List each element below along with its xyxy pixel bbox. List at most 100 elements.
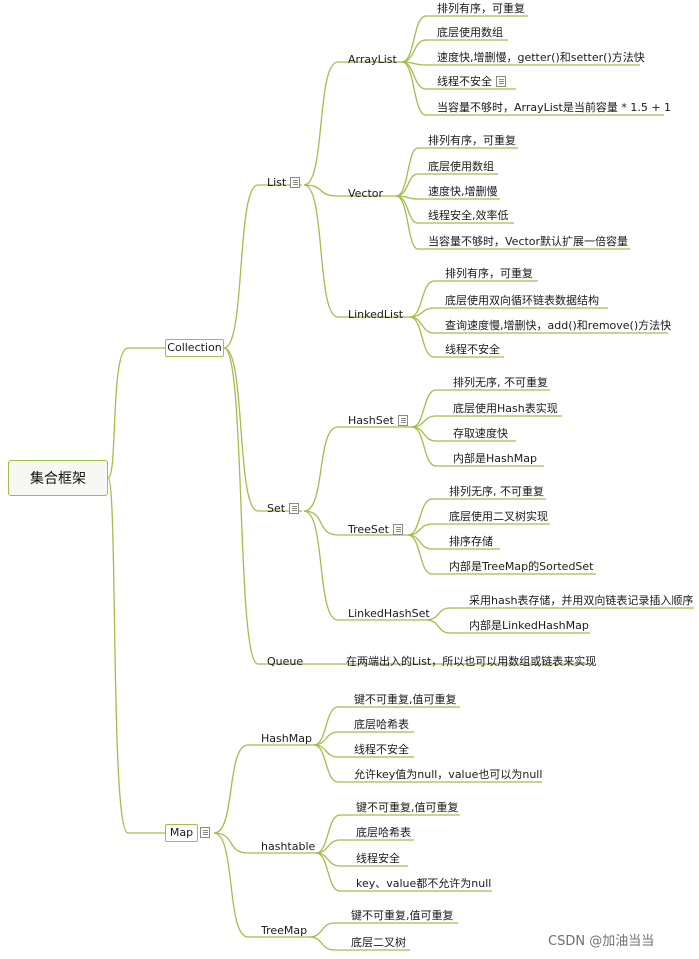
note-icon: [392, 524, 403, 535]
list-node[interactable]: List: [267, 176, 301, 190]
connector-set-treeset: [303, 510, 408, 536]
linkedlist-node[interactable]: LinkedList: [348, 308, 404, 321]
queue-node[interactable]: Queue: [267, 655, 304, 668]
vector-item: 排列有序，可重复: [428, 134, 516, 147]
vector-item: 线程安全,效率低: [428, 209, 509, 222]
hashmap-node[interactable]: HashMap: [261, 732, 312, 745]
linkedhashset-item: 采用hash表存储，并用双向链表记录插入顺序: [469, 594, 694, 607]
arraylist-item: 底层使用数组: [437, 26, 503, 39]
linkedlist-item: 线程不安全: [445, 343, 500, 356]
connector-arraylist-5: [401, 61, 664, 116]
hashset-item: 底层使用Hash表实现: [453, 402, 558, 415]
connector-collection-list: [223, 184, 302, 349]
set-node[interactable]: Set: [267, 502, 300, 516]
queue-description: 在两端出入的List，所以也可以用数组或链表来实现: [346, 655, 597, 668]
arraylist-node[interactable]: ArrayList: [348, 53, 397, 66]
hashset-node[interactable]: HashSet: [348, 414, 408, 428]
hashset-label: HashSet: [348, 414, 394, 427]
hashtable-item: key、value都不允许为null: [356, 877, 492, 890]
connector-map-hashmap: [213, 744, 314, 834]
hashtable-node[interactable]: hashtable: [261, 840, 316, 853]
hashmap-item: 线程不安全: [354, 743, 409, 756]
treeset-item: 底层使用二叉树实现: [449, 510, 548, 523]
connector-collection-queue: [223, 347, 334, 665]
connector-lhs-2: [425, 619, 590, 634]
treeset-label: TreeSet: [348, 523, 389, 536]
connector-list-linkedlist: [303, 184, 410, 318]
vector-node[interactable]: Vector: [348, 187, 384, 200]
set-label: Set: [267, 502, 286, 515]
hashtable-item: 线程安全: [356, 852, 400, 865]
connector-hashtable-2: [315, 839, 414, 854]
connector-hashmap-4: [313, 744, 542, 783]
note-icon: [290, 177, 301, 188]
connector-list-vector: [303, 184, 396, 197]
treeset-item: 排序存储: [449, 535, 493, 548]
linkedhashset-node[interactable]: LinkedHashSet: [348, 607, 430, 620]
connector-map-hashtable: [213, 832, 316, 854]
vector-item: 当容量不够时，Vector默认扩展一倍容量: [428, 235, 629, 248]
vector-item: 速度快,增删慢: [428, 185, 498, 198]
hashmap-item: 键不可重复,值可重复: [354, 693, 457, 706]
note-icon: [397, 415, 408, 426]
vector-item: 底层使用数组: [428, 160, 494, 173]
connector-hashtable-1: [315, 814, 460, 854]
connector-treeset-1: [407, 498, 546, 536]
arraylist-item-label: 线程不安全: [437, 75, 492, 88]
linkedlist-item: 底层使用双向循环链表数据结构: [445, 294, 599, 307]
connector-arraylist-1: [401, 15, 528, 63]
connector-hashset-2: [411, 415, 562, 428]
connector-treemap-1: [309, 922, 458, 938]
hashmap-item: 底层哈希表: [354, 718, 409, 731]
connector-vector-5: [395, 195, 630, 250]
treemap-node[interactable]: TreeMap: [261, 924, 308, 937]
connector-collection-set: [223, 347, 302, 512]
hashset-item: 存取速度快: [453, 427, 508, 440]
hashtable-item: 底层哈希表: [356, 826, 411, 839]
connector-hashmap-1: [313, 706, 460, 746]
treemap-item: 底层二叉树: [351, 936, 406, 949]
treeset-item: 排列无序, 不可重复: [449, 485, 544, 498]
connector-set-hashset: [303, 426, 412, 512]
arraylist-item: 当容量不够时，ArrayList是当前容量 * 1.5 + 1: [437, 101, 672, 114]
linkedhashset-item: 内部是LinkedHashMap: [469, 619, 589, 632]
collection-node[interactable]: Collection: [165, 339, 224, 357]
connector-hashtable-4: [315, 852, 492, 892]
note-icon: [289, 503, 300, 514]
connector-linkedlist-2: [409, 307, 608, 318]
hashtable-item: 键不可重复,值可重复: [356, 801, 459, 814]
connector-map-treemap: [213, 832, 310, 938]
connector-lhs-1: [425, 607, 694, 621]
note-icon: [496, 76, 506, 87]
linkedlist-item: 排列有序，可重复: [445, 267, 533, 280]
treeset-node[interactable]: TreeSet: [348, 523, 403, 537]
connector-treemap-2: [309, 936, 410, 951]
root-node[interactable]: 集合框架: [8, 460, 108, 496]
list-label: List: [267, 176, 287, 189]
connector-hashset-4: [411, 426, 544, 467]
connector-linkedlist-4: [409, 316, 504, 358]
connector-hashmap-2: [313, 731, 414, 746]
connector-root-collection: [107, 347, 165, 479]
arraylist-item: 线程不安全: [437, 75, 506, 89]
connector-root-map: [107, 477, 165, 834]
connector-vector-1: [395, 147, 518, 197]
treeset-item: 内部是TreeMap的SortedSet: [449, 560, 594, 573]
connector-treeset-2: [407, 523, 550, 536]
treemap-item: 键不可重复,值可重复: [351, 909, 454, 922]
hashmap-item: 允许key值为null，value也可以为null: [354, 768, 543, 781]
connector-treeset-4: [407, 534, 596, 575]
arraylist-item: 排列有序，可重复: [437, 2, 525, 15]
connector-linkedlist-1: [409, 280, 538, 318]
watermark: CSDN @加油当当: [548, 934, 655, 949]
connector-list-arraylist: [303, 61, 402, 186]
hashset-item: 排列无序, 不可重复: [453, 376, 548, 389]
connector-arraylist-2: [401, 39, 508, 63]
arraylist-item: 速度快,增删慢，getter()和setter()方法快: [437, 51, 645, 64]
note-icon: [200, 827, 210, 838]
connector-hashset-1: [411, 389, 550, 428]
map-node[interactable]: Map: [165, 824, 198, 842]
hashset-item: 内部是HashMap: [453, 452, 537, 465]
